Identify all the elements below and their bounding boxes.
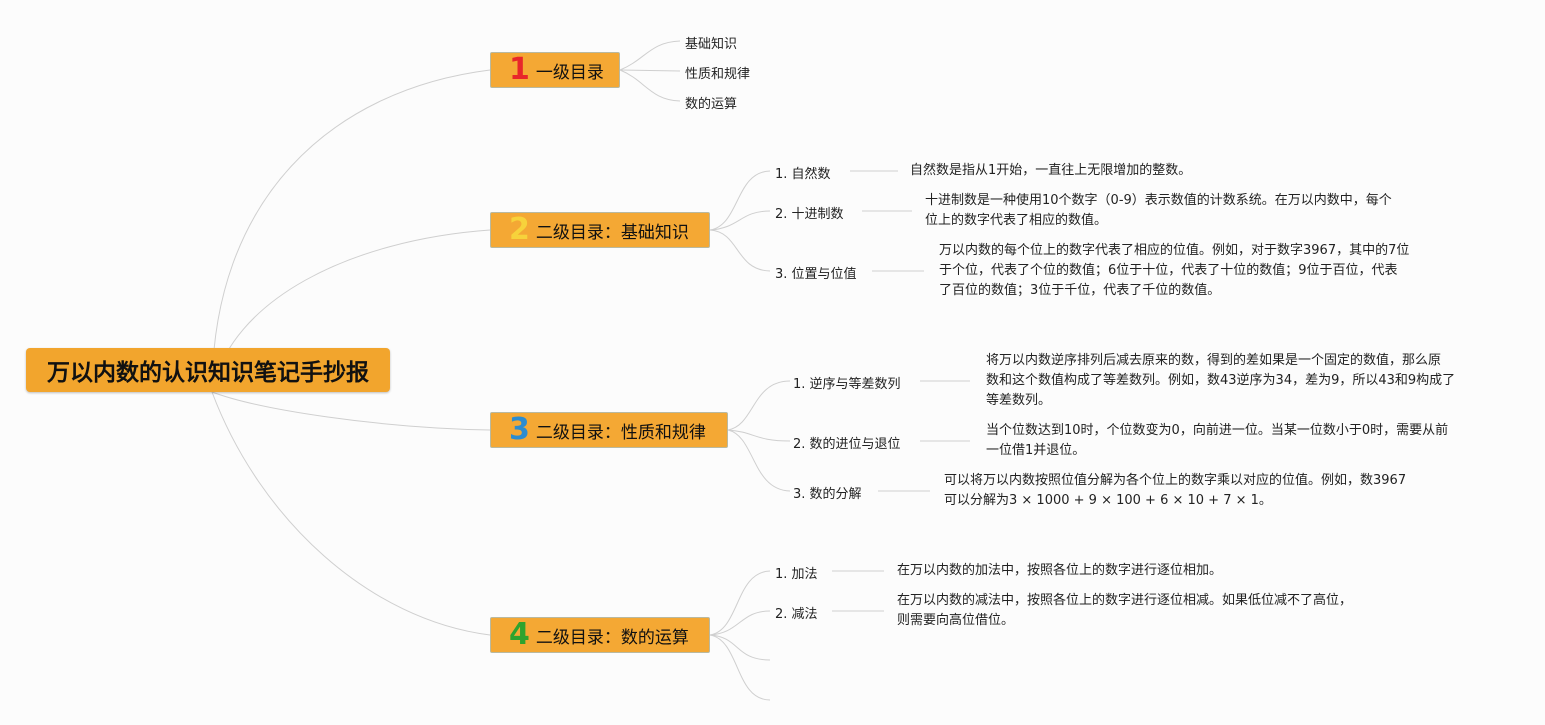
branch-2-item-1-desc: 自然数是指从1开始，一直往上无限增加的整数。 <box>910 161 1191 181</box>
link-b4-item-2 <box>709 610 771 636</box>
desc-line: 则需要向高位借位。 <box>897 613 1015 628</box>
branch-3-item-1[interactable]: 1. 逆序与等差数列 <box>793 377 901 392</box>
number-badge-4: 4 <box>509 617 530 652</box>
desc-line: 当个位数达到10时，个位数变为0，向前进一位。当某一位数小于0时，需要从前 <box>986 423 1449 438</box>
branch-1-item-3[interactable]: 数的运算 <box>685 97 738 112</box>
desc-line: 位上的数字代表了相应的数值。 <box>925 213 1108 228</box>
desc-line: 数和这个数值构成了等差数列。例如，数43逆序为34，差为9，所以43和9构成了 <box>986 373 1456 388</box>
branch-3-item-3-desc: 可以将万以内数按照位值分解为各个位上的数字乘以对应的位值。例如，数3967 可以… <box>944 471 1406 511</box>
link-b3-item-1 <box>727 380 791 431</box>
link-root-branch-1 <box>211 69 491 393</box>
branch-1-item-2[interactable]: 性质和规律 <box>685 67 751 82</box>
branch-1-item-1[interactable]: 基础知识 <box>685 37 738 52</box>
branch-label-4: 二级目录：数的运算 <box>535 627 689 648</box>
link-b1-item-1 <box>619 40 681 71</box>
branch-label-3: 二级目录：性质和规律 <box>535 422 706 443</box>
branch-node-1[interactable]: 1 一级目录 <box>490 52 620 88</box>
number-badge-3: 3 <box>509 412 530 447</box>
branch-2-item-2[interactable]: 2. 十进制数 <box>775 207 844 222</box>
link-b4-item-4 <box>709 634 771 701</box>
number-badge-1: 1 <box>509 52 530 87</box>
link-root-branch-4 <box>211 391 491 636</box>
branch-3-item-2-desc: 当个位数达到10时，个位数变为0，向前进一位。当某一位数小于0时，需要从前 一位… <box>986 421 1448 461</box>
desc-line: 一位借1并退位。 <box>986 443 1086 458</box>
branch-label-1: 一级目录 <box>535 62 604 83</box>
branch-2-item-3-desc: 万以内数的每个位上的数字代表了相应的位值。例如，对于数字3967，其中的7位 于… <box>939 241 1409 301</box>
root-node[interactable]: 万以内数的认识知识笔记手抄报 <box>26 348 390 392</box>
branch-4-item-2-desc: 在万以内数的减法中，按照各位上的数字进行逐位相减。如果低位减不了高位， 则需要向… <box>897 591 1352 631</box>
branch-node-2[interactable]: 2 二级目录：基础知识 <box>490 212 710 248</box>
number-badge-2: 2 <box>509 212 530 247</box>
desc-line: 可以分解为3 × 1000 + 9 × 100 + 6 × 10 + 7 × 1… <box>944 493 1272 508</box>
link-b3-item-3 <box>727 429 791 492</box>
link-root-branch-3 <box>211 391 491 431</box>
branch-node-3[interactable]: 3 二级目录：性质和规律 <box>490 412 728 448</box>
branch-4-item-1[interactable]: 1. 加法 <box>775 567 818 582</box>
root-title: 万以内数的认识知识笔记手抄报 <box>47 360 369 386</box>
desc-line: 在万以内数的加法中，按照各位上的数字进行逐位相加。 <box>897 563 1223 578</box>
link-b4-item-3 <box>709 634 771 661</box>
desc-line: 了百位的数值；3位于千位，代表了千位的数值。 <box>939 283 1221 298</box>
link-b2-item-1 <box>709 170 771 231</box>
link-b3-item-2 <box>727 429 791 442</box>
branch-2-item-3[interactable]: 3. 位置与位值 <box>775 267 857 282</box>
branch-2-item-1[interactable]: 1. 自然数 <box>775 167 831 182</box>
link-b2-item-3 <box>709 229 771 272</box>
desc-line: 将万以内数逆序排列后减去原来的数，得到的差如果是一个固定的数值，那么原 <box>986 353 1442 368</box>
desc-line: 等差数列。 <box>986 393 1052 408</box>
branch-3-item-3[interactable]: 3. 数的分解 <box>793 487 862 502</box>
desc-line: 于个位，代表了个位的数值；6位于十位，代表了十位的数值；9位于百位，代表 <box>939 263 1398 278</box>
desc-line: 十进制数是一种使用10个数字（0-9）表示数值的计数系统。在万以内数中，每个 <box>925 193 1392 208</box>
link-b1-item-3 <box>619 69 681 102</box>
branch-4-item-2[interactable]: 2. 减法 <box>775 607 818 622</box>
desc-line: 可以将万以内数按照位值分解为各个位上的数字乘以对应的位值。例如，数3967 <box>944 473 1407 488</box>
branch-node-4[interactable]: 4 二级目录：数的运算 <box>490 617 710 653</box>
branch-3-item-1-desc: 将万以内数逆序排列后减去原来的数，得到的差如果是一个固定的数值，那么原 数和这个… <box>986 351 1455 411</box>
link-b4-item-1 <box>709 570 771 636</box>
link-b1-item-2 <box>619 69 681 72</box>
branch-2-item-2-desc: 十进制数是一种使用10个数字（0-9）表示数值的计数系统。在万以内数中，每个 位… <box>925 191 1392 231</box>
desc-line: 万以内数的每个位上的数字代表了相应的位值。例如，对于数字3967，其中的7位 <box>939 243 1410 258</box>
desc-line: 在万以内数的减法中，按照各位上的数字进行逐位相减。如果低位减不了高位， <box>897 593 1353 608</box>
branch-4-item-1-desc: 在万以内数的加法中，按照各位上的数字进行逐位相加。 <box>897 561 1222 581</box>
branch-label-2: 二级目录：基础知识 <box>535 222 689 243</box>
desc-line: 自然数是指从1开始，一直往上无限增加的整数。 <box>910 163 1192 178</box>
link-b2-item-2 <box>709 210 771 231</box>
branch-3-item-2[interactable]: 2. 数的进位与退位 <box>793 437 901 452</box>
